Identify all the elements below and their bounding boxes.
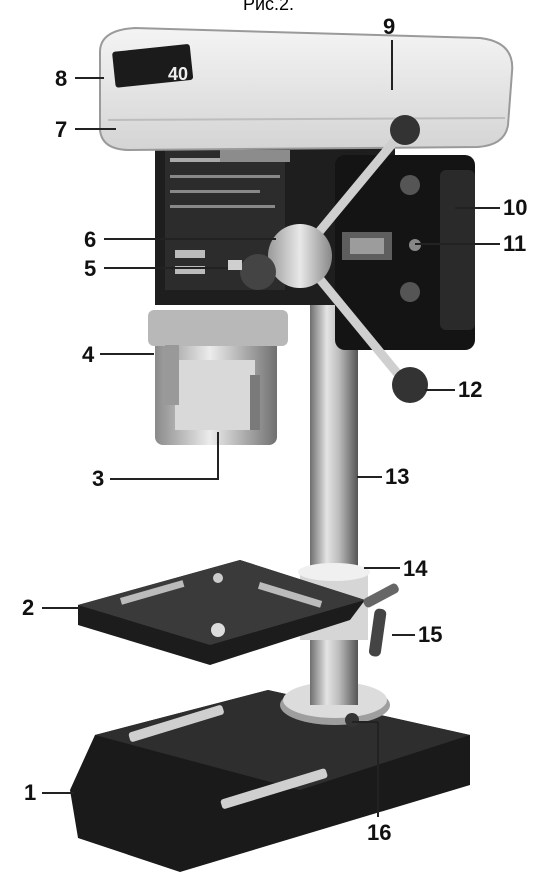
svg-text:40: 40 — [168, 64, 188, 84]
svg-text:7: 7 — [55, 117, 67, 142]
callout-5: 5 — [84, 256, 228, 281]
base-plate — [70, 690, 470, 872]
svg-text:1: 1 — [24, 780, 36, 805]
svg-text:8: 8 — [55, 66, 67, 91]
brand-badge: 40 — [112, 44, 194, 88]
svg-text:5: 5 — [84, 256, 96, 281]
callout-2: 2 — [22, 595, 80, 620]
svg-text:9: 9 — [383, 14, 395, 39]
quill-assembly — [148, 310, 288, 445]
callout-11: 11 — [415, 231, 526, 256]
motor — [335, 155, 475, 350]
figure-caption: Рис.2. — [242, 0, 295, 14]
svg-text:10: 10 — [503, 195, 527, 220]
front-feed-knob — [240, 254, 276, 290]
svg-text:13: 13 — [385, 464, 409, 489]
svg-text:3: 3 — [92, 466, 104, 491]
svg-text:14: 14 — [403, 556, 428, 581]
callout-12: 12 — [425, 377, 482, 402]
callout-1: 1 — [24, 780, 74, 805]
callout-4: 4 — [82, 342, 154, 367]
svg-text:6: 6 — [84, 227, 96, 252]
column — [310, 295, 358, 705]
top-feed-knob — [390, 115, 420, 145]
callout-8: 8 — [55, 66, 104, 91]
svg-text:12: 12 — [458, 377, 482, 402]
callout-3: 3 — [92, 432, 219, 491]
callout-7: 7 — [55, 117, 116, 142]
callout-14: 14 — [364, 556, 428, 581]
svg-text:11: 11 — [503, 231, 526, 256]
svg-text:15: 15 — [418, 622, 442, 647]
callout-13: 13 — [357, 464, 409, 489]
feed-handles — [228, 115, 428, 403]
callout-9: 9 — [383, 14, 395, 90]
callout-16: 16 — [352, 721, 391, 845]
belt-cover: 40 — [99, 26, 514, 152]
feed-hub — [268, 224, 332, 288]
callout-15: 15 — [392, 622, 442, 647]
svg-text:16: 16 — [367, 820, 391, 845]
work-table — [78, 560, 365, 665]
svg-text:4: 4 — [82, 342, 95, 367]
svg-text:2: 2 — [22, 595, 34, 620]
callout-10: 10 — [455, 195, 527, 220]
callout-6: 6 — [84, 227, 276, 252]
table-lock-handle — [363, 583, 399, 657]
lower-feed-knob — [392, 367, 428, 403]
